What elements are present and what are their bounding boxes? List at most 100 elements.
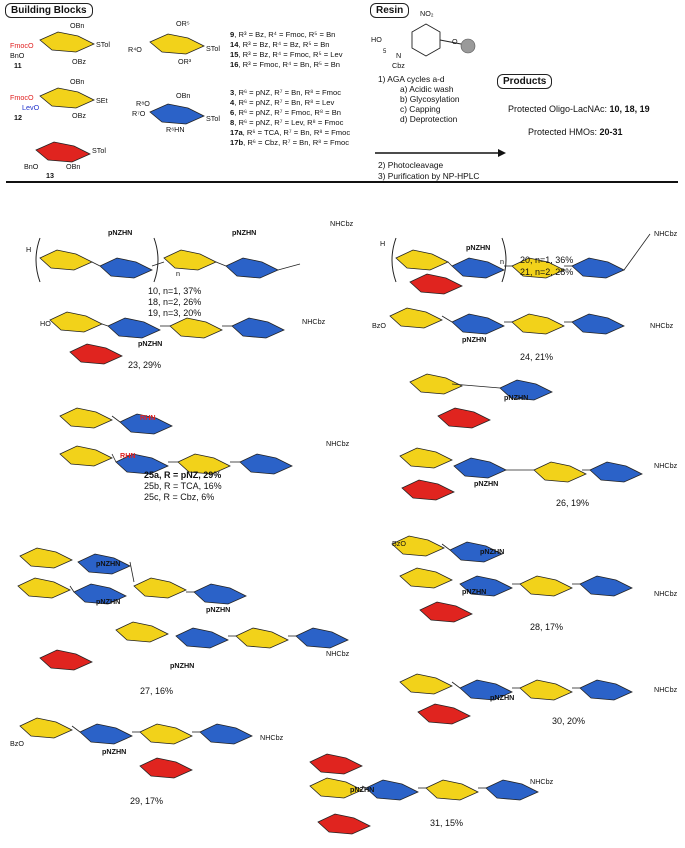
resin-sub5: 5 <box>383 49 387 55</box>
c24-nhcbz: NHCbz <box>650 321 674 330</box>
bb12-fmoco: FmocO <box>10 93 34 102</box>
resin-ho: HO <box>371 35 382 44</box>
glucosamine-ring <box>99 257 153 279</box>
c30-nhcbz: NHCbz <box>654 685 678 694</box>
glycosidic-bond <box>111 415 121 423</box>
c21-caption: 21, n=2, 28% <box>520 267 574 277</box>
galactose-ring <box>177 453 231 475</box>
bb-glcn-generic-ring <box>149 103 205 125</box>
galactose-ring <box>399 567 453 589</box>
fucose-ring <box>309 753 363 775</box>
fucose-ring <box>419 601 473 623</box>
c24-pnzhn: pNZHN <box>462 335 487 344</box>
bb-gal-or5: OR⁵ <box>176 19 190 28</box>
galactose-ring <box>19 717 73 739</box>
step-1: 1) AGA cycles a-d <box>378 74 445 84</box>
bb-list-glcn: 3, R⁶ = pNZ, R⁷ = Bn, R⁸ = Fmoc 4, R⁶ = … <box>230 88 350 148</box>
c25a-caption: 25a, R = pNZ, 29% <box>144 470 222 480</box>
glucosamine-ring <box>449 541 503 563</box>
galactose-ring <box>133 577 187 599</box>
glucosamine-ring <box>579 575 633 597</box>
galactose-ring <box>533 461 587 483</box>
bb11-fmoco: FmocO <box>10 41 34 50</box>
c29-nhcbz: NHCbz <box>260 733 284 742</box>
c27-pnzhn-3: pNZHN <box>206 605 231 614</box>
c28-bzo: BzO <box>392 539 406 548</box>
glucosamine-ring <box>571 313 625 335</box>
glycosidic-bond <box>361 785 367 789</box>
glycosidic-bond <box>111 453 117 463</box>
c25b-caption: 25b, R = TCA, 16% <box>144 481 222 491</box>
glucosamine-ring <box>193 583 247 605</box>
c25-rhn-2: RHN <box>120 451 136 460</box>
bb-glcn-obn: OBn <box>176 91 191 100</box>
bb-glcn-r6hn: R⁶HN <box>166 125 185 134</box>
bb11-obz: OBz <box>72 57 86 66</box>
c10-pnzhn-1: pNZHN <box>108 228 133 237</box>
bb-list-glcn-item: 8, R⁶ = pNZ, R⁷ = Lev, R⁸ = Fmoc <box>230 118 344 127</box>
c20-h: H <box>380 239 386 248</box>
bb11-obn: OBn <box>70 21 85 30</box>
c25c-caption: 25c, R = Cbz, 6% <box>144 492 215 502</box>
galactose-ring <box>169 317 223 339</box>
left-paren <box>391 237 397 283</box>
products-oligo: Protected Oligo-LacNAc: 10, 18, 19 <box>508 104 650 114</box>
bb-glcn-r8o: R⁸O <box>136 99 150 108</box>
bb11-number: 11 <box>14 61 22 70</box>
products-header: Products <box>497 74 553 89</box>
glycosidic-bond <box>451 383 501 389</box>
glycosidic-bond <box>277 263 301 271</box>
bb-list-gal-item: 14, R³ = Bz, R⁴ = Bz, R⁵ = Bn <box>230 40 330 49</box>
bb13-obn: OBn <box>66 162 81 171</box>
glycosidic-bond <box>129 561 135 583</box>
fucose-ring <box>401 479 455 501</box>
resin-no2: NO₂ <box>420 9 434 18</box>
glucosamine-ring <box>199 723 253 745</box>
c31-pnzhn: pNZHN <box>350 785 375 794</box>
glycosidic-bond <box>623 233 651 271</box>
glycosidic-bond <box>451 681 461 689</box>
bb-list-glcn-item: 6, R⁶ = pNZ, R⁷ = Fmoc, R⁸ = Bn <box>230 108 342 117</box>
step-1c: c) Capping <box>400 104 441 114</box>
glucosamine-ring <box>459 575 513 597</box>
c24-bzo: BzO <box>372 321 386 330</box>
bb-list-glcn-item: 4, R⁶ = pNZ, R⁷ = Bn, R⁸ = Lev <box>230 98 335 107</box>
bb-gal-or3: OR³ <box>178 57 192 66</box>
fucose-ring <box>139 757 193 779</box>
bb13-number: 13 <box>46 171 54 180</box>
c10-nhcbz: NHCbz <box>330 219 354 228</box>
step-2: 2) Photocleavage <box>378 160 444 170</box>
galactose-ring <box>163 249 217 271</box>
galactose-ring <box>39 249 93 271</box>
fucose-ring <box>437 407 491 429</box>
c27-pnzhn-1: pNZHN <box>96 559 121 568</box>
bb-gal-generic-ring <box>149 33 205 55</box>
glycosidic-bond <box>441 315 453 323</box>
glucosamine-ring <box>485 779 539 801</box>
glucosamine-ring <box>499 379 553 401</box>
resin-cbz: Cbz <box>392 61 405 70</box>
glucosamine-ring <box>453 457 507 479</box>
c29-caption: 29, 17% <box>130 796 164 806</box>
galactose-ring <box>519 575 573 597</box>
right-paren <box>153 237 159 283</box>
bb13-fucose-ring <box>35 141 91 163</box>
c30-pnzhn: pNZHN <box>490 693 515 702</box>
bb-list-glcn-item: 3, R⁶ = pNZ, R⁷ = Bn, R⁸ = Fmoc <box>230 88 342 97</box>
glucosamine-ring <box>365 779 419 801</box>
galactose-ring <box>115 621 169 643</box>
glycosidic-bond <box>215 261 227 267</box>
glucosamine-ring <box>79 723 133 745</box>
glucosamine-ring <box>107 317 161 339</box>
c24-caption: 24, 21% <box>520 352 554 362</box>
c29-pnzhn: pNZHN <box>102 747 127 756</box>
galactose-ring <box>391 535 445 557</box>
glycosidic-bond <box>69 585 75 593</box>
galactose-ring <box>519 679 573 701</box>
bb12-number: 12 <box>14 113 22 122</box>
galactose-ring <box>235 627 289 649</box>
glycosidic-bond <box>91 261 101 267</box>
bb-list-gal-item: 16, R³ = Fmoc, R⁴ = Bn, R⁵ = Bn <box>230 60 341 69</box>
glucosamine-ring <box>77 553 131 575</box>
galactose-ring <box>17 577 71 599</box>
